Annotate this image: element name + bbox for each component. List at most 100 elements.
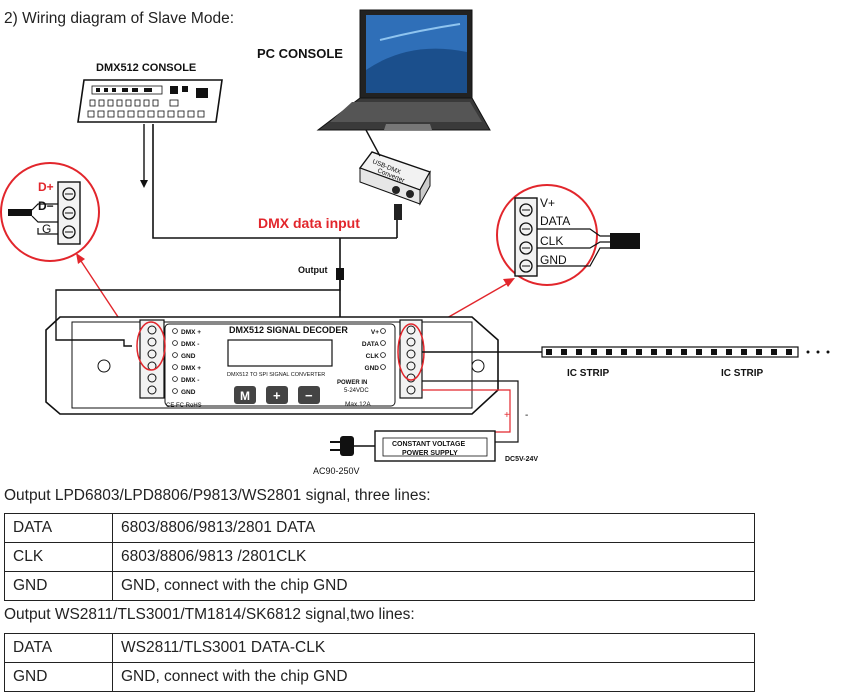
output-label: Output <box>298 265 328 275</box>
terminal-dot <box>172 340 178 346</box>
ac-input-label: AC90-250V <box>313 466 360 476</box>
table-cell: DATA <box>4 513 113 543</box>
table-cell: GND, connect with the chip GND <box>112 662 755 692</box>
table1-title: Output LPD6803/LPD8806/P9813/WS2801 sign… <box>4 487 431 504</box>
led-chip <box>756 349 762 355</box>
terminal-dot <box>380 328 386 334</box>
left-terminal-highlight <box>136 321 166 371</box>
m-button[interactable] <box>234 386 256 404</box>
left-terminal-label: DMX - <box>181 377 199 384</box>
led-chip <box>771 349 777 355</box>
wiring-diagram: DMX512 CONSOLE PC CONSOLE <box>0 9 830 476</box>
screw <box>406 361 416 371</box>
led-chip <box>651 349 657 355</box>
terminal-dot <box>172 388 178 394</box>
dmx-console-label: DMX512 CONSOLE <box>96 62 196 74</box>
table2-title: Output WS2811/TLS3001/TM1814/SK6812 sign… <box>4 606 415 623</box>
led-chip <box>681 349 687 355</box>
minus-button-label: − <box>305 388 313 403</box>
led-chip <box>591 349 597 355</box>
power-in-label: POWER IN <box>337 380 367 386</box>
table-cell: CLK <box>4 542 113 572</box>
led-chip <box>576 349 582 355</box>
right-terminal-label: GND <box>365 365 380 372</box>
terminal-dot <box>172 328 178 334</box>
led-chip <box>741 349 747 355</box>
right-terminal-screws <box>406 325 416 395</box>
terminal-dot <box>380 340 386 346</box>
psu-output-label: DC5V-24V <box>505 456 538 463</box>
usb-dmx-converter-icon <box>358 151 432 220</box>
decoder-subtitle: DMX512 TO SPI SIGNAL CONVERTER <box>227 372 325 378</box>
screw <box>147 337 157 347</box>
table-cell: 6803/8806/9813/2801 DATA <box>112 513 755 543</box>
terminal-dot <box>172 352 178 358</box>
table-cell: WS2811/TLS3001 DATA-CLK <box>112 633 755 663</box>
led-chip <box>546 349 552 355</box>
minus-sign: - <box>525 410 528 421</box>
plus-sign: + <box>504 410 510 421</box>
led-chip <box>621 349 627 355</box>
pc-console-label: PC CONSOLE <box>257 46 343 61</box>
screw <box>406 325 416 335</box>
led-chip <box>606 349 612 355</box>
led-chip <box>711 349 717 355</box>
m-button-label: M <box>240 389 250 403</box>
table-cell: GND <box>4 571 113 601</box>
led-chip <box>696 349 702 355</box>
plus-button[interactable] <box>266 386 288 404</box>
continuation-dot <box>816 350 820 354</box>
screw <box>147 373 157 383</box>
led-chip <box>666 349 672 355</box>
cert-label: CE FC RoHS <box>166 403 202 409</box>
continuation-dot <box>806 350 810 354</box>
terminal-dot <box>380 364 386 370</box>
ic-strip-label-2: IC STRIP <box>721 368 764 379</box>
v-plus-label: V+ <box>540 196 555 210</box>
terminal-dot <box>172 364 178 370</box>
laptop-icon <box>316 9 491 131</box>
screw <box>147 325 157 335</box>
decoder-title: DMX512 SIGNAL DECODER <box>229 325 348 335</box>
data-label: DATA <box>540 214 570 228</box>
gnd-label: GND <box>540 253 567 267</box>
led-chip <box>561 349 567 355</box>
terminal-block-right-zoom-icon <box>514 197 538 277</box>
terminal-dot <box>172 376 178 382</box>
table-cell: GND <box>4 662 113 692</box>
screw <box>147 349 157 359</box>
ic-strip-label-1: IC STRIP <box>567 368 610 379</box>
table-cell: GND, connect with the chip GND <box>112 571 755 601</box>
screw <box>406 337 416 347</box>
led-chip <box>726 349 732 355</box>
table-cell: DATA <box>4 633 113 663</box>
left-terminal-label: DMX + <box>181 329 201 336</box>
table-cell: 6803/8806/9813 /2801CLK <box>112 542 755 572</box>
plus-button-label: + <box>273 388 281 403</box>
clk-label: CLK <box>540 234 563 248</box>
minus-button[interactable] <box>298 386 320 404</box>
left-terminal-label: DMX + <box>181 365 201 372</box>
psu-label-2: POWER SUPPLY <box>402 450 458 457</box>
right-terminal-label: DATA <box>362 341 379 348</box>
d-minus-label: D− <box>38 199 54 213</box>
max-current-label: Max.12A <box>345 401 371 408</box>
right-terminal-label: CLK <box>366 353 380 360</box>
g-label: G <box>42 222 51 236</box>
continuation-dot <box>826 350 830 354</box>
d-plus-label: D+ <box>38 180 54 194</box>
dmx-console-icon <box>77 79 223 123</box>
left-terminal-label: DMX - <box>181 341 199 348</box>
psu-label-1: CONSTANT VOLTAGE <box>392 441 465 448</box>
ac-plug-icon <box>330 436 354 456</box>
left-terminal-label: GND <box>181 389 196 396</box>
decoder-device <box>45 316 499 415</box>
screw <box>147 385 157 395</box>
ic-strip-icon <box>541 346 830 358</box>
